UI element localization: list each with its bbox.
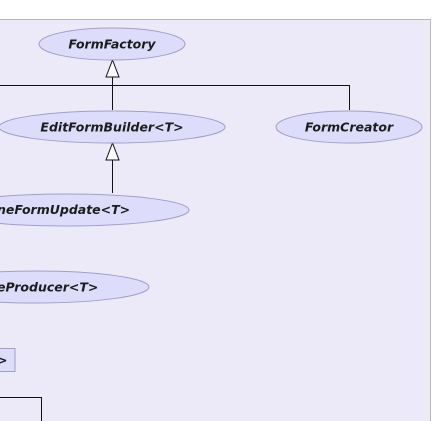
- node-formcreator-shape: [275, 110, 423, 144]
- node-formfactory[interactable]: FormFactory: [38, 27, 186, 61]
- node-formcreator[interactable]: FormCreator: [275, 110, 423, 144]
- edges: [0, 58, 350, 421]
- node-formupdate[interactable]: neFormUpdate<T>: [0, 193, 190, 227]
- node-formfactory-label: FormFactory: [68, 37, 156, 52]
- node-formfactory-shape: [38, 27, 186, 61]
- node-editformbuilder-shape: [0, 110, 226, 144]
- node-producer[interactable]: eProducer<T>: [0, 270, 150, 304]
- node-editformbuilder[interactable]: EditFormBuilder<T>: [0, 110, 226, 144]
- generalization-arrowhead-editformbuilder: [105, 141, 120, 161]
- node-box-fragment-shape: [0, 348, 16, 372]
- node-formupdate-label: neFormUpdate<T>: [0, 202, 130, 217]
- node-formcreator-label: FormCreator: [305, 120, 394, 135]
- node-producer-shape: [0, 270, 150, 304]
- node-producer-label: eProducer<T>: [0, 280, 98, 295]
- node-formupdate-shape: [0, 193, 190, 227]
- node-box-fragment[interactable]: >: [0, 348, 16, 372]
- node-box-fragment-label: >: [0, 353, 7, 368]
- generalization-arrowhead-formfactory: [105, 58, 120, 78]
- node-editformbuilder-label: EditFormBuilder<T>: [40, 120, 183, 135]
